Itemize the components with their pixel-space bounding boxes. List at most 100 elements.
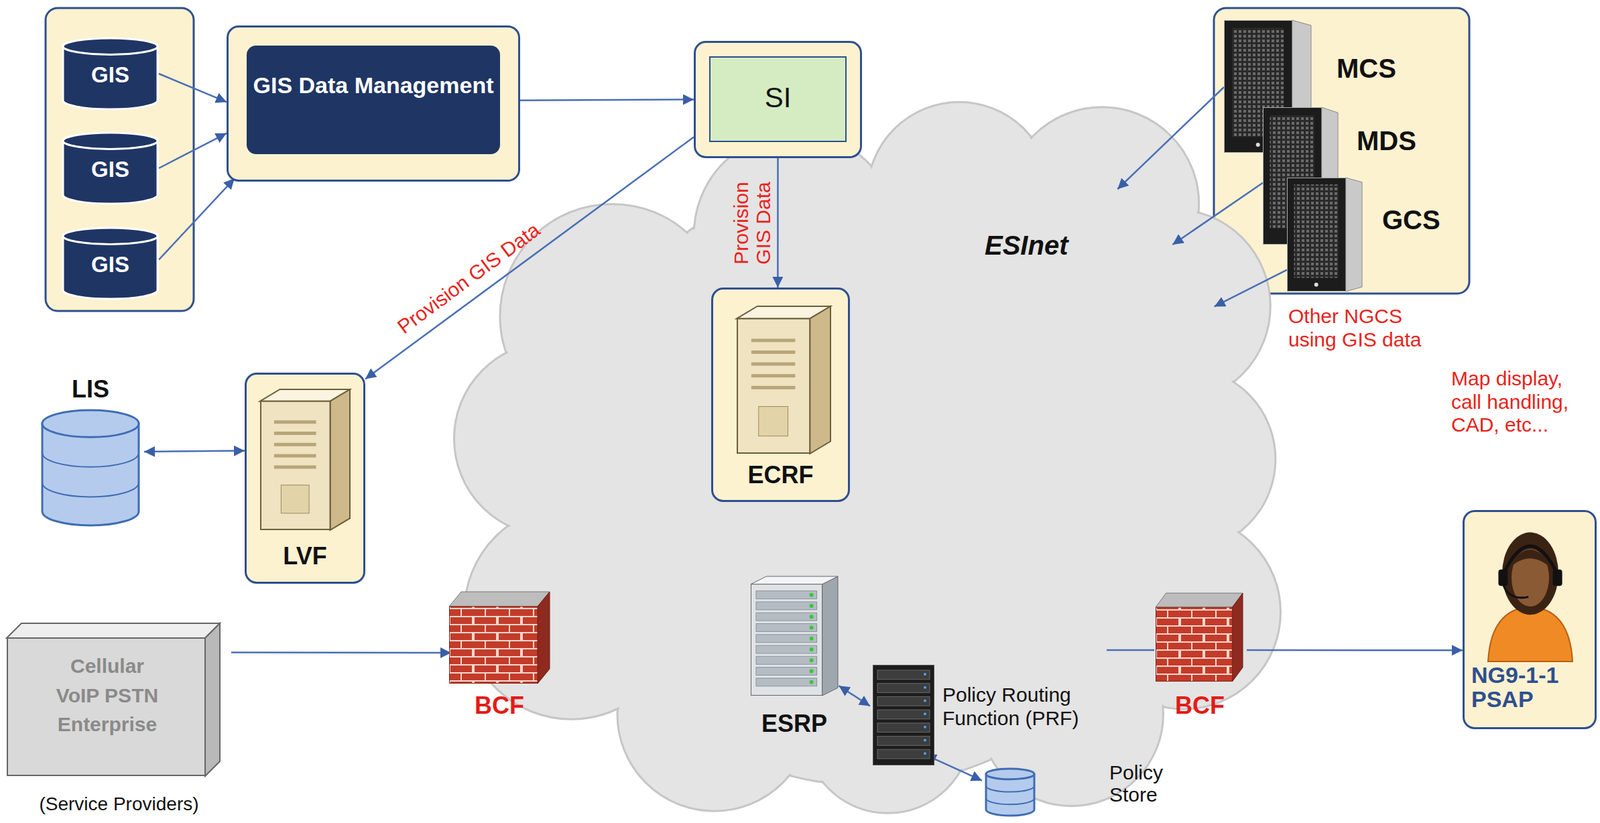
text-holder: BCF	[1152, 691, 1247, 720]
drawing-part	[809, 636, 814, 641]
drawing-part	[809, 306, 831, 454]
text-holder: MCS	[1336, 52, 1397, 84]
node-label: Cellular VoIP PSTN Enterprise	[48, 651, 167, 740]
drawing-part	[809, 658, 814, 663]
note-label: Other NGCS using GIS data	[1288, 304, 1433, 352]
drawing-part	[274, 465, 317, 469]
connector	[144, 451, 245, 452]
drawing-part	[756, 656, 818, 665]
connector	[776, 158, 779, 288]
drawing-part	[809, 647, 814, 652]
node-label: GIS	[61, 252, 159, 278]
drawing-part	[63, 38, 158, 55]
drawing-part	[923, 725, 927, 729]
drawing-part	[1293, 184, 1338, 278]
text-holder: LVF	[246, 542, 364, 570]
drawing-part	[877, 709, 930, 720]
drawing-part	[42, 453, 139, 468]
node-label: MCS	[1336, 52, 1397, 84]
inner-panel	[246, 45, 501, 155]
text-holder: GIS	[61, 252, 159, 278]
drawing-part	[986, 768, 1035, 780]
drawing-part	[756, 667, 818, 676]
connector	[158, 178, 235, 260]
drawing-part	[1256, 142, 1261, 147]
drawing-part	[877, 683, 930, 694]
cloud-fill	[1088, 516, 1279, 708]
connector	[1117, 87, 1224, 190]
drawing-part	[1502, 546, 1559, 577]
drawing-part	[42, 422, 139, 526]
drawing-part	[6, 623, 220, 639]
drawing-part	[809, 593, 814, 598]
ecrf-server: ECRF	[711, 287, 850, 503]
drawing-part	[809, 680, 814, 685]
drawing-part	[877, 670, 930, 680]
text-holder: MDS	[1356, 125, 1431, 157]
cloud-fill	[455, 343, 647, 534]
node-label: GIS	[61, 156, 159, 183]
drawing-part	[42, 482, 139, 497]
gis-database: GIS	[61, 226, 159, 301]
drawing-part	[751, 338, 796, 342]
bcf-firewall: BCF	[1152, 589, 1247, 724]
text-holder: ESRP	[730, 709, 858, 738]
drawing-part	[756, 624, 818, 633]
node-label: NG9-1-1 PSAP	[1471, 663, 1592, 712]
connector	[231, 651, 452, 654]
text-holder: Policy Routing Function (PRF)	[942, 683, 1111, 730]
esinet-cloud: ESInetECRF BCF ESRP Policy Routing Function…	[442, 100, 1277, 822]
drawing-part	[750, 576, 838, 585]
text-holder: (Service Providers)	[6, 793, 232, 816]
drawing-part	[1553, 569, 1563, 587]
drawing-part	[986, 798, 1035, 805]
drawing-part	[756, 612, 818, 621]
node-icon	[736, 306, 831, 454]
gcs-server: GCS	[1286, 177, 1462, 293]
cloud-bump	[1076, 209, 1271, 403]
node-label: GIS	[61, 62, 159, 88]
drawing-part	[877, 749, 930, 759]
drawing-part	[751, 374, 796, 378]
node-icon	[872, 664, 935, 766]
drawing-part	[877, 696, 930, 706]
cloud-bump	[561, 173, 1174, 786]
drawing-part	[756, 601, 818, 610]
node-label: GIS Data Management	[246, 71, 501, 100]
node-label: (Service Providers)	[6, 793, 232, 816]
drawing-part	[756, 591, 818, 600]
drawing-part	[873, 665, 935, 766]
cloud-bump	[1004, 107, 1199, 301]
esinet-cloud	[453, 101, 1281, 814]
cloud-fill	[563, 174, 1172, 784]
text-holder: Cellular VoIP PSTN Enterprise	[48, 651, 167, 740]
drawing-part	[809, 603, 814, 608]
drawing-part	[923, 672, 927, 676]
node-label: BCF	[1152, 691, 1247, 720]
psap-box: NG9-1-1 PSAP	[1462, 510, 1597, 730]
drawing-part	[449, 591, 550, 607]
node-label: ESInet	[984, 229, 1126, 261]
drawing-part	[274, 420, 317, 424]
drawing-part	[1232, 593, 1243, 682]
drawing-part	[280, 485, 310, 514]
node-label: BCF	[445, 691, 553, 720]
cloud-bump	[1086, 515, 1281, 710]
drawing-part	[205, 623, 220, 777]
text-holder: GCS	[1382, 204, 1456, 236]
connector	[520, 99, 694, 101]
node-icon	[1483, 524, 1578, 662]
bcf-firewall: BCF	[445, 589, 553, 724]
node-label: MDS	[1356, 125, 1431, 157]
drawing-part	[822, 576, 838, 696]
node-label: LIS	[36, 375, 145, 403]
connector	[158, 73, 227, 102]
node-label: Policy Routing Function (PRF)	[942, 683, 1111, 730]
text-holder: ESInet	[984, 229, 1126, 261]
drawing-part	[751, 362, 796, 366]
gis-database: GIS	[61, 131, 159, 206]
text-holder: LIS	[36, 375, 145, 403]
edge-label: Provision GIS Data	[392, 218, 544, 338]
drawing-part	[737, 318, 810, 454]
drawing-part	[1498, 569, 1508, 587]
